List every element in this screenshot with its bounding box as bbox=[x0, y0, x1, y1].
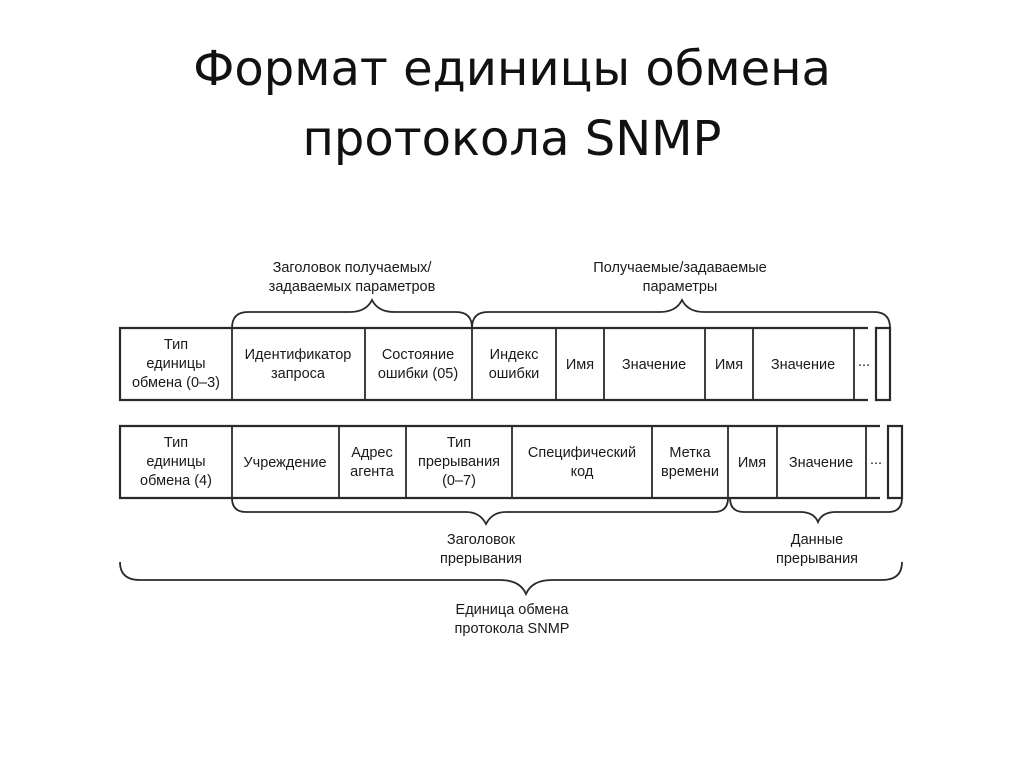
cell-text: ошибки (05) bbox=[378, 366, 458, 382]
cell-text: Состояние bbox=[382, 347, 454, 363]
brace-bottom-right bbox=[729, 497, 903, 525]
cell-text: Идентификатор bbox=[245, 347, 352, 363]
cell-text: ... bbox=[870, 452, 882, 468]
row2-cell-agent-address: Адрес агента bbox=[350, 445, 395, 480]
cell-text: (0–7) bbox=[442, 473, 476, 489]
row1-cell-ellipsis: ... bbox=[858, 354, 870, 370]
cell-text: обмена (0–3) bbox=[132, 375, 220, 391]
label-bottom-right-line-2: прерывания bbox=[776, 551, 858, 567]
row1-cell-value-2: Значение bbox=[771, 357, 835, 373]
cell-text: Тип bbox=[164, 337, 188, 353]
slide-title: Формат единицы обмена протокола SNMP bbox=[0, 34, 1024, 174]
cell-text: Адрес bbox=[351, 445, 393, 461]
pdu-row-trap: Тип единицы обмена (4) Учреждение Адрес … bbox=[118, 424, 904, 500]
row2-end-bar bbox=[886, 424, 904, 500]
cell-text: времени bbox=[661, 464, 719, 480]
row2-cell-generic-trap: Тип прерывания (0–7) bbox=[418, 435, 500, 489]
row2-cell-specific-code: Специфический код bbox=[528, 445, 636, 480]
row2-cell-value: Значение bbox=[789, 455, 853, 471]
label-outer-line-2: протокола SNMP bbox=[455, 621, 570, 637]
row2-cell-enterprise: Учреждение bbox=[243, 455, 326, 471]
label-bottom-left-line-2: прерывания bbox=[440, 551, 522, 567]
brace-bottom-left bbox=[231, 497, 729, 527]
row1-cell-name-1: Имя bbox=[566, 357, 594, 373]
cell-text: Значение bbox=[771, 357, 835, 373]
cell-text: Значение bbox=[789, 455, 853, 471]
cell-text: единицы bbox=[146, 454, 205, 470]
cell-text: агента bbox=[350, 464, 395, 480]
brace-top-left bbox=[231, 297, 473, 329]
pdu-row-get-set: Тип единицы обмена (0–3) Идентификатор з… bbox=[118, 326, 892, 402]
cell-text: Метка bbox=[669, 445, 711, 461]
row1-cell-value-1: Значение bbox=[622, 357, 686, 373]
row2-outline bbox=[118, 424, 880, 500]
brace-outer bbox=[119, 561, 903, 597]
cell-text: Имя bbox=[715, 357, 743, 373]
cell-text: Тип bbox=[164, 435, 188, 451]
brace-top-right bbox=[471, 297, 891, 329]
row1-cell-error-status: Состояние ошибки (05) bbox=[378, 347, 458, 382]
row2-cell-timestamp: Метка времени bbox=[661, 445, 719, 480]
row1-end-bar bbox=[874, 326, 892, 402]
cell-text: прерывания bbox=[418, 454, 500, 470]
row1-cell-name-2: Имя bbox=[715, 357, 743, 373]
cell-text: Значение bbox=[622, 357, 686, 373]
cell-text: обмена (4) bbox=[140, 473, 212, 489]
slide-title-line-1: Формат единицы обмена bbox=[193, 41, 831, 97]
label-top-right-line-1: Получаемые/задаваемые bbox=[593, 260, 766, 276]
row1-outline bbox=[118, 326, 868, 402]
cell-text: запроса bbox=[271, 366, 326, 382]
label-top-left-line-2: задаваемых параметров bbox=[269, 279, 436, 295]
label-bottom-left-line-1: Заголовок bbox=[447, 532, 516, 548]
cell-text: Учреждение bbox=[243, 455, 326, 471]
cell-text: ... bbox=[858, 354, 870, 370]
label-top-right-line-2: параметры bbox=[643, 279, 718, 295]
label-bottom-right-line-1: Данные bbox=[791, 532, 843, 548]
row1-cell-error-index: Индекс ошибки bbox=[489, 347, 540, 382]
label-top-left-line-1: Заголовок получаемых/ bbox=[273, 260, 433, 276]
row1-cell-request-id: Идентификатор запроса bbox=[245, 347, 352, 382]
row2-cell-name: Имя bbox=[738, 455, 766, 471]
row1-cell-pdu-type: Тип единицы обмена (0–3) bbox=[132, 337, 220, 391]
slide-title-line-2: протокола SNMP bbox=[302, 111, 722, 167]
row2-cell-ellipsis: ... bbox=[870, 452, 882, 468]
cell-text: код bbox=[571, 464, 594, 480]
cell-text: единицы bbox=[146, 356, 205, 372]
cell-text: Тип bbox=[447, 435, 471, 451]
cell-text: Специфический bbox=[528, 445, 636, 461]
cell-text: Имя bbox=[566, 357, 594, 373]
label-outer-line-1: Единица обмена bbox=[456, 602, 570, 618]
cell-text: Имя bbox=[738, 455, 766, 471]
cell-text: ошибки bbox=[489, 366, 540, 382]
row2-cell-pdu-type: Тип единицы обмена (4) bbox=[140, 435, 212, 489]
cell-text: Индекс bbox=[490, 347, 539, 363]
